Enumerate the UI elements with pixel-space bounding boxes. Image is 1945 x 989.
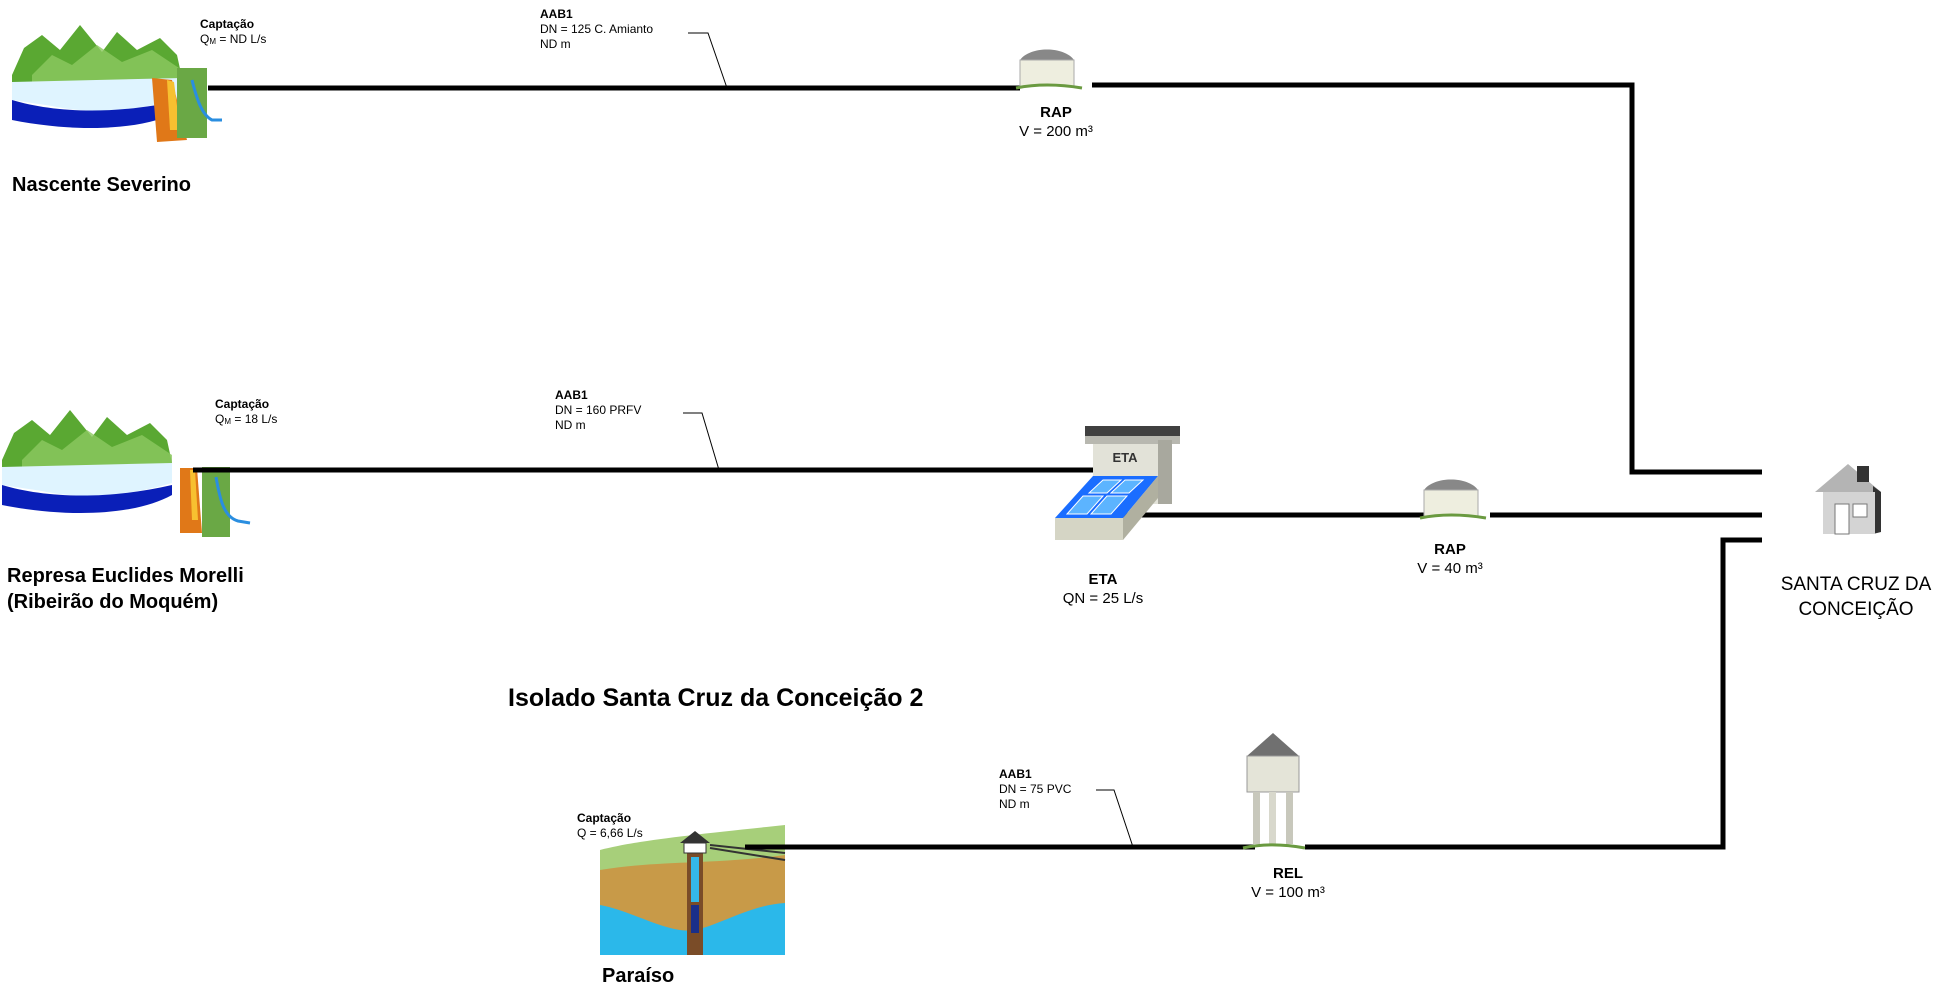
- dam-source-icon: [2, 410, 251, 537]
- reservoir-icon: [1419, 479, 1487, 520]
- pipe-dn: DN = 75 PVC: [999, 782, 1072, 796]
- captacao-label: Captação: [200, 17, 255, 31]
- pipe-nd: ND m: [540, 37, 571, 51]
- unit-label: REL: [1273, 865, 1303, 882]
- source-name: Represa Euclides Morelli (Ribeirão do Mo…: [7, 565, 244, 613]
- svg-text:ETA: ETA: [1112, 450, 1138, 465]
- label-leaders: [683, 32, 1134, 848]
- pipe-label: AAB1: [555, 388, 588, 402]
- eta-label: ETA QN = 25 L/s: [1053, 570, 1153, 608]
- treatment-flow: QN = 25 L/s: [1062, 590, 1144, 607]
- treatment-label: ETA: [1088, 571, 1118, 588]
- source3-captacao: Captação Q = 6,66 L/s: [577, 811, 643, 841]
- unit-label: RAP: [1040, 104, 1072, 121]
- rap1-label: RAP V = 200 m³: [1016, 103, 1096, 141]
- pipe1-label: AAB1 DN = 125 C. Amianto ND m: [540, 7, 653, 52]
- pipe-nd: ND m: [999, 797, 1030, 811]
- house-icon: [1815, 464, 1881, 535]
- diagram-title: Isolado Santa Cruz da Conceição 2: [508, 684, 924, 712]
- pipe-line-3b: [1305, 537, 1762, 850]
- flow-text: QM = 18 L/s: [215, 412, 278, 426]
- elevated-tank-icon: [1242, 733, 1306, 850]
- captacao-label: Captação: [215, 397, 270, 411]
- treatment-plant-icon: ETA: [1055, 426, 1180, 540]
- pipe3-label: AAB1 DN = 75 PVC ND m: [999, 767, 1071, 812]
- source1-captacao: Captação QM = ND L/s: [200, 17, 266, 49]
- rel-label: REL V = 100 m³: [1238, 864, 1338, 902]
- source-name: Nascente Severino: [12, 174, 191, 196]
- flow-text: Q = 6,66 L/s: [577, 826, 643, 840]
- flow-text: QM = ND L/s: [200, 32, 267, 46]
- unit-volume: V = 200 m³: [1019, 123, 1093, 140]
- unit-volume: V = 100 m³: [1251, 884, 1325, 901]
- river-source-icon: [12, 25, 222, 142]
- pipe-line-1b: [1092, 82, 1762, 475]
- pipe-nd: ND m: [555, 418, 586, 432]
- pipe-dn: DN = 160 PRFV: [555, 403, 642, 417]
- reservoir-icon: [1015, 49, 1083, 90]
- source2-captacao: Captação QM = 18 L/s: [215, 397, 277, 429]
- source-name: Paraíso: [602, 965, 675, 987]
- pipe-dn: DN = 125 C. Amianto: [540, 22, 654, 36]
- pipe-label: AAB1: [999, 767, 1032, 781]
- unit-volume: V = 40 m³: [1417, 560, 1483, 577]
- rap2-label: RAP V = 40 m³: [1400, 540, 1500, 578]
- pipe-label: AAB1: [540, 7, 573, 21]
- pipe-network: [193, 82, 1762, 850]
- captacao-label: Captação: [577, 811, 632, 825]
- pipe2-label: AAB1 DN = 160 PRFV ND m: [555, 388, 641, 433]
- unit-label: RAP: [1434, 541, 1466, 558]
- destination-label: SANTA CRUZ DA CONCEIÇÃO: [1780, 574, 1932, 620]
